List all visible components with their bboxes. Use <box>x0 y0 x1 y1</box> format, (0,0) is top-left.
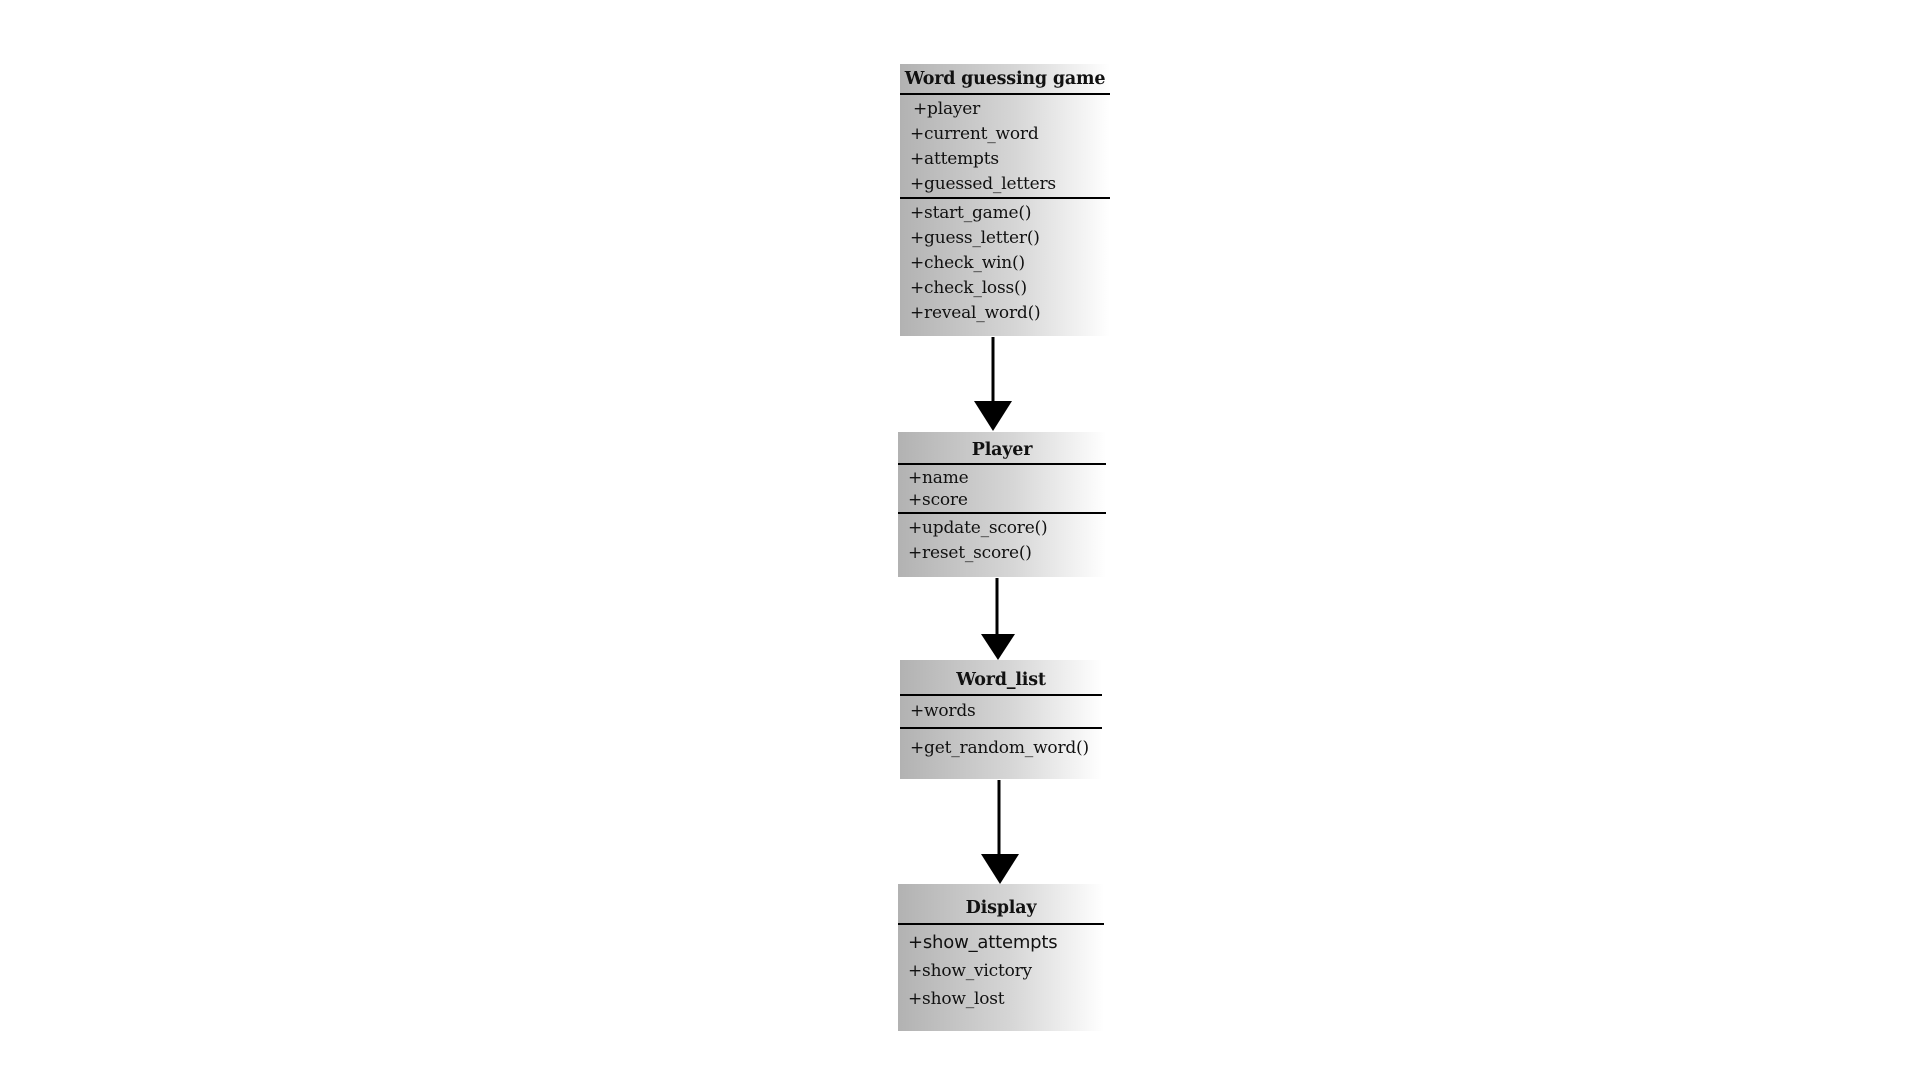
method-item: +start_game() <box>910 203 1032 223</box>
attribute-item: +current_word <box>910 124 1039 144</box>
arrow-word-list-to-display <box>981 780 1019 884</box>
attribute-item: +words <box>910 701 976 721</box>
class-methods: +get_random_word() <box>900 729 1102 762</box>
class-title: Word_list <box>900 660 1102 696</box>
method-item: +check_win() <box>910 253 1025 273</box>
class-attributes: +name +score <box>898 465 1106 514</box>
class-box-player: Player +name +score +update_score() +res… <box>898 432 1106 577</box>
class-title: Display <box>898 884 1104 925</box>
arrowhead-icon <box>981 854 1019 884</box>
class-attributes: +player +current_word +attempts +guessed… <box>900 95 1110 199</box>
arrowhead-icon <box>981 634 1015 660</box>
method-item: +guess_letter() <box>910 228 1040 248</box>
method-item: +reveal_word() <box>910 303 1041 323</box>
method-item: +update_score() <box>908 518 1048 538</box>
class-box-word-guessing-game: Word guessing game +player +current_word… <box>900 64 1110 336</box>
class-box-display: Display +show_attempts +show_victory +sh… <box>898 884 1104 1031</box>
arrow-player-to-word-list <box>981 578 1015 660</box>
class-methods: +update_score() +reset_score() <box>898 514 1106 566</box>
attribute-item: +show_victory <box>908 961 1032 981</box>
attribute-item: +show_attempts <box>908 932 1058 953</box>
class-title: Word guessing game <box>900 64 1110 95</box>
arrowhead-icon <box>974 401 1012 431</box>
class-box-word-list: Word_list +words +get_random_word() <box>900 660 1102 779</box>
class-attributes: +show_attempts +show_victory +show_lost <box>898 925 1104 1013</box>
method-item: +reset_score() <box>908 543 1032 563</box>
class-title: Player <box>898 432 1106 465</box>
arrow-game-to-player <box>974 337 1012 431</box>
class-methods: +start_game() +guess_letter() +check_win… <box>900 199 1110 326</box>
method-item: +check_loss() <box>910 278 1027 298</box>
class-attributes: +words <box>900 696 1102 729</box>
attribute-item: +player <box>913 99 981 119</box>
attribute-item: +score <box>908 490 968 510</box>
method-item: +get_random_word() <box>910 738 1089 758</box>
attribute-item: +attempts <box>910 149 999 169</box>
attribute-item: +guessed_letters <box>910 174 1056 194</box>
attribute-item: +show_lost <box>908 989 1005 1009</box>
attribute-item: +name <box>908 468 969 488</box>
